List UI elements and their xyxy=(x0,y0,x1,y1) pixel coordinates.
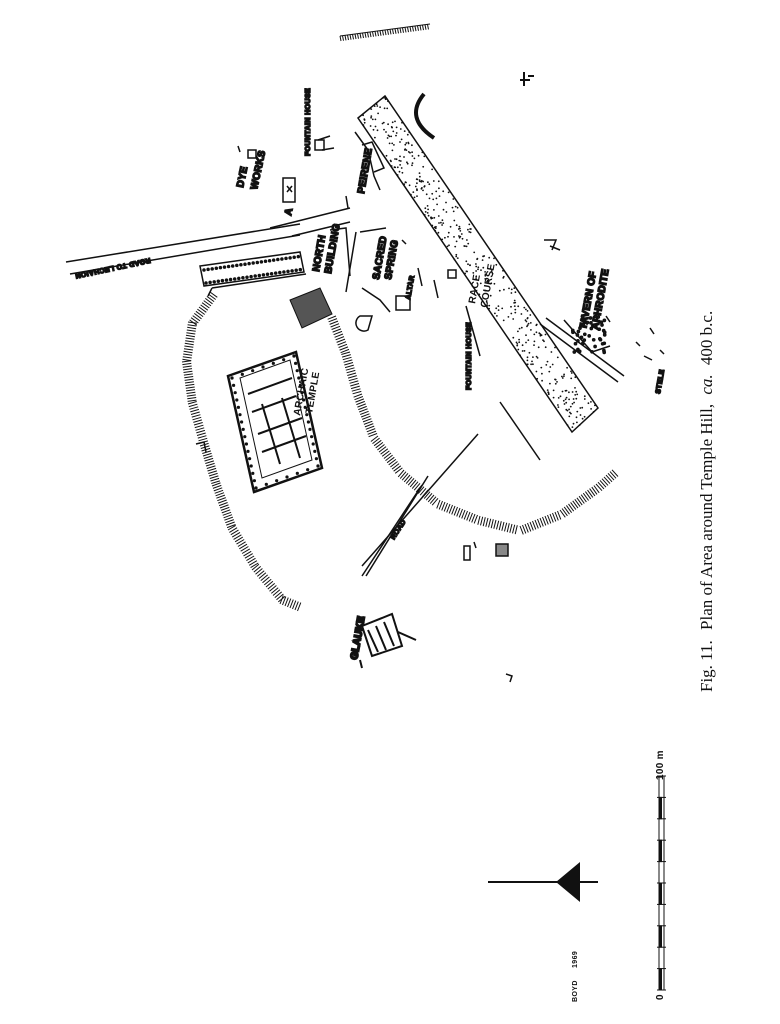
svg-text:Fig. 11. Plan of Area ar: Fig. 11. Plan of Area around Temple Hill… xyxy=(697,311,716,692)
label-glauke: GLAUKE xyxy=(349,615,367,660)
stele-cluster: STELE xyxy=(635,327,667,395)
caption-date: 400 b.c. xyxy=(697,311,716,365)
label-dye: DYE xyxy=(235,165,250,188)
small-wall-left xyxy=(195,441,207,453)
fountain-house-top: FOUNTAIN HOUSE xyxy=(304,87,335,157)
label-boyd: BOYD xyxy=(572,980,579,1002)
scale-end: 100 m xyxy=(655,750,666,780)
dye-works: DYE WORKS A xyxy=(234,145,296,217)
figure-caption: Fig. 11. Plan of Area around Temple Hill… xyxy=(697,311,716,692)
north-building: NORTH BUILDING xyxy=(199,222,351,297)
label-works: WORKS xyxy=(249,149,268,190)
label-race: RACE xyxy=(467,273,483,304)
fountain-house-mid: FOUNTAIN HOUSE xyxy=(465,305,481,391)
walls-and-road: ROAD xyxy=(361,401,541,577)
label-fountain-house-top: FOUNTAIN HOUSE xyxy=(305,88,312,156)
label-altar: ALTAR xyxy=(405,275,416,301)
label-fountain-house-mid: FOUNTAIN HOUSE xyxy=(466,322,473,390)
caption-text: Plan of Area around Temple Hill, xyxy=(697,404,716,630)
label-year: 1969 xyxy=(572,951,579,968)
credit: BOYD 1969 xyxy=(572,951,579,1002)
scale-bar: 0 100 m xyxy=(655,750,666,1000)
curved-wall xyxy=(414,92,436,140)
north-arrow xyxy=(488,862,598,902)
temple-hill-boundary xyxy=(181,291,619,612)
race-course xyxy=(356,94,599,434)
small-square-near-race xyxy=(447,269,457,279)
glauke: GLAUKE xyxy=(348,612,417,669)
scale-start: 0 xyxy=(655,994,666,1000)
label-a: A xyxy=(283,207,295,217)
hatched-edge-top-right xyxy=(339,23,431,42)
caption-ca: ca. xyxy=(697,374,716,394)
archaic-temple: ARCHAIC TEMPLE xyxy=(226,350,324,494)
small-structures-south xyxy=(463,541,513,683)
label-stele: STELE xyxy=(655,369,666,394)
small-structure-mark xyxy=(520,72,534,86)
caption-fig: Fig. 11. xyxy=(697,640,716,692)
sacred-spring-area: SACRED SPRING ALTAR xyxy=(345,227,439,332)
dark-structure xyxy=(289,287,333,329)
